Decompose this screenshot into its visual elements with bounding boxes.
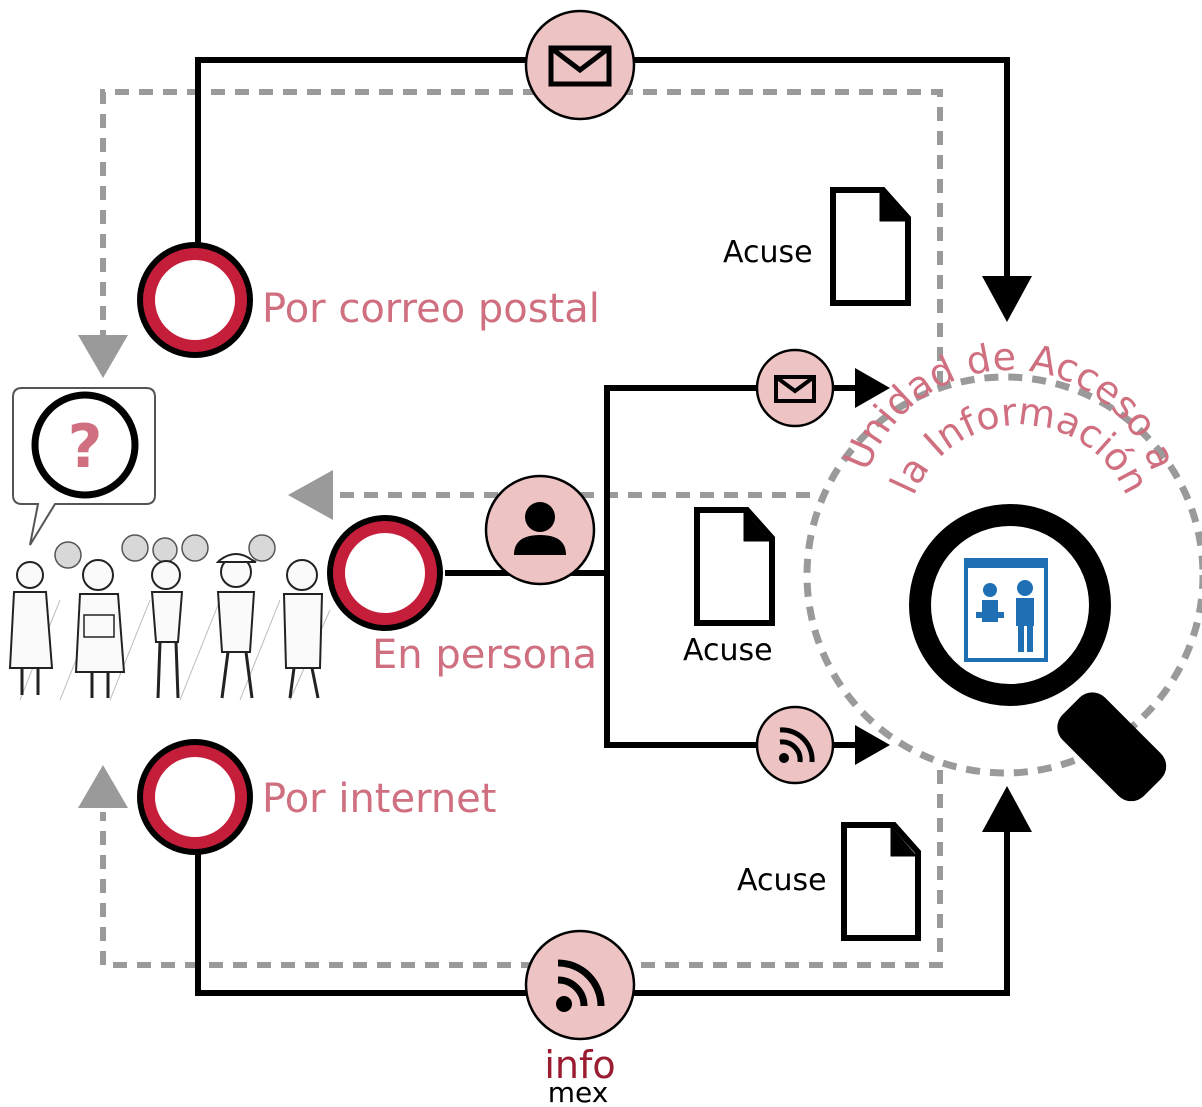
arrow-up-black — [982, 786, 1032, 832]
arrow-up-gray — [78, 765, 128, 808]
rss-icon — [755, 705, 835, 785]
acuse-label-top: Acuse — [723, 235, 813, 270]
arrow-right-black-top — [855, 368, 890, 408]
dashed-return-paths — [78, 89, 943, 968]
arrow-down-gray — [78, 335, 128, 378]
arrow-left-gray — [288, 470, 333, 520]
ring-in-person — [327, 515, 443, 631]
acuse-label-middle: Acuse — [683, 633, 773, 668]
person-icon — [484, 474, 596, 586]
crowd-illustration — [8, 534, 331, 701]
ring-postal — [137, 242, 253, 358]
document-icon — [830, 187, 911, 306]
rss-icon — [524, 929, 636, 1041]
route-label-postal: Por correo postal — [262, 286, 600, 332]
infomex-mex: mex — [548, 1076, 609, 1107]
question-bubble: ? — [12, 387, 156, 546]
document-icon — [841, 822, 921, 941]
route-label-internet: Por internet — [262, 776, 496, 822]
ring-internet — [137, 739, 253, 855]
envelope-icon — [524, 9, 636, 121]
envelope-icon — [755, 348, 835, 428]
arrow-down-black — [982, 276, 1032, 322]
office-icon — [964, 558, 1048, 662]
magnifier-icon — [909, 504, 1167, 802]
infomex-info: info — [544, 1043, 615, 1087]
route-label-in-person: En persona — [372, 632, 597, 678]
document-icon — [694, 507, 775, 626]
question-mark: ? — [68, 412, 103, 482]
arrow-right-black-bottom — [855, 725, 890, 765]
acuse-label-bottom: Acuse — [737, 863, 827, 898]
